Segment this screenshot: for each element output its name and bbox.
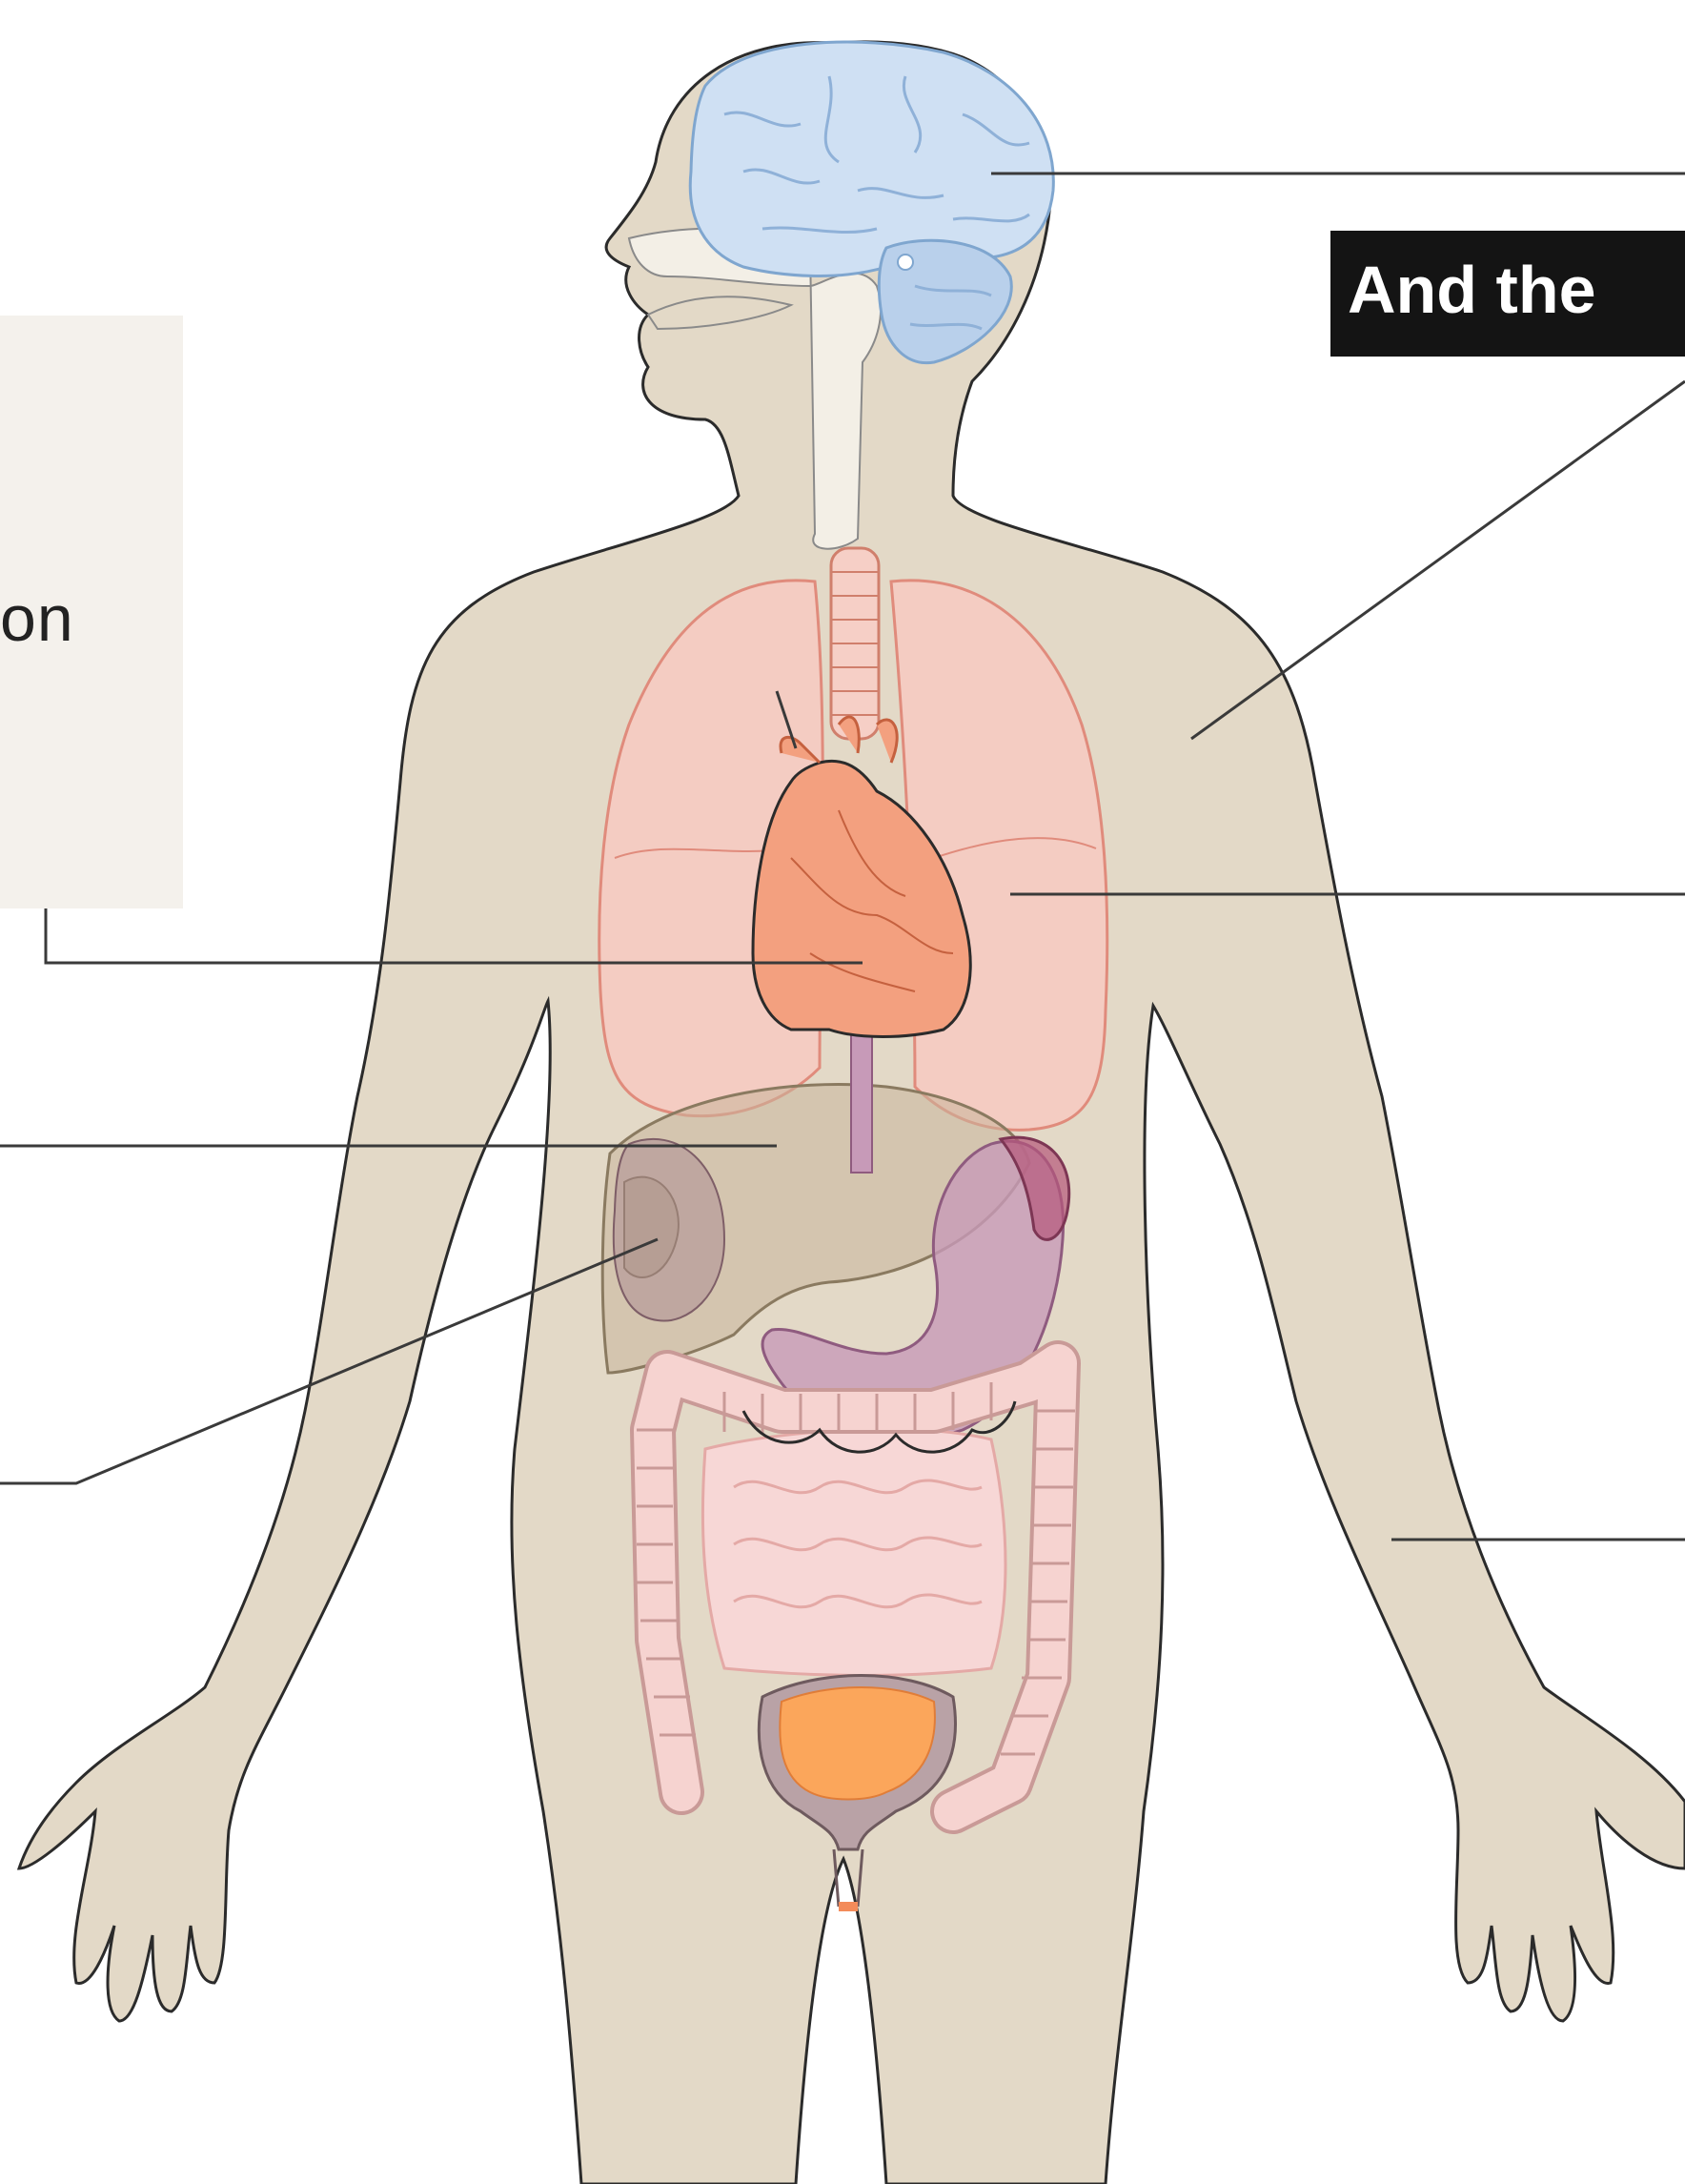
note-text: on <box>0 582 74 656</box>
callout-text: And the <box>1348 252 1596 328</box>
callout-label: And the <box>1330 231 1685 357</box>
trachea <box>831 548 879 739</box>
leader-body <box>1191 381 1685 739</box>
small-intestine <box>702 1429 1005 1675</box>
